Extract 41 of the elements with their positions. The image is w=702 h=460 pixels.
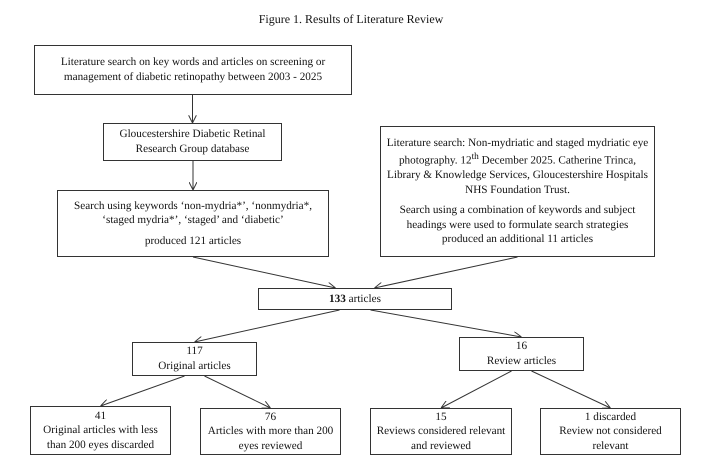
box-text: Literature search: Non-mydriatic and staged mydriatic eye photography. 12$^{th}$ December 2025. Catherine Trinca, Library & Knowledge Services, Gloucestershire Hospitals NHS Foundation Trust. — [386, 136, 650, 198]
process-box — [30, 406, 171, 455]
box-text: 133 articles — [328, 292, 382, 306]
process-box — [57, 190, 329, 257]
box-text: 41 — [94, 408, 108, 424]
box-text: Review not considered relevant — [558, 424, 663, 454]
box-text: produced 121 articles — [144, 234, 242, 248]
arrow — [188, 94, 197, 124]
figure-title: Figure 1. Results of Literature Review — [258, 12, 444, 27]
box-text: Literature search on key words and articles on screening or management of diabetic retinopathy between 2003 - 2025 — [60, 55, 326, 85]
box-text: Gloucestershire Diabetic Retinal Research Group database — [118, 127, 266, 157]
process-box — [34, 45, 352, 95]
process-box — [103, 123, 282, 161]
box-text: Search using a combination of keywords and subject headings were used to formulate search strategies produced an additional 11 articles — [398, 203, 636, 247]
box-text: Original articles — [157, 359, 232, 374]
box-text: Original articles with less than 200 eyes discarded — [42, 423, 159, 452]
box-text: Articles with more than 200 eyes reviewed — [206, 424, 334, 454]
arrow — [370, 310, 522, 340]
box-text: Reviews considered relevant and reviewed — [376, 424, 506, 454]
process-box — [380, 126, 655, 257]
arrow — [188, 160, 198, 190]
box-text: 16 — [514, 339, 528, 354]
arrow — [440, 370, 512, 408]
box-text: Search using keywords ‘non-mydria*’, ‘nonmydria*, ‘staged mydria*’, ‘staged’ and ‘diabetic’ — [73, 198, 313, 228]
process-box — [540, 408, 681, 455]
box-text: 76 — [264, 410, 278, 424]
box-text: 117 — [185, 344, 204, 359]
process-box — [132, 342, 257, 376]
arrow — [204, 376, 271, 409]
arrow — [100, 376, 185, 408]
process-box — [258, 288, 452, 310]
box-text: Review articles — [486, 354, 558, 369]
arrow — [192, 256, 336, 291]
box-text: 1 discarded — [584, 410, 638, 424]
arrow — [531, 370, 611, 409]
process-box — [370, 408, 512, 455]
box-text: 15 — [434, 410, 448, 424]
process-box — [459, 337, 584, 371]
arrow — [194, 310, 340, 345]
process-box — [200, 408, 341, 455]
arrow — [374, 256, 518, 291]
